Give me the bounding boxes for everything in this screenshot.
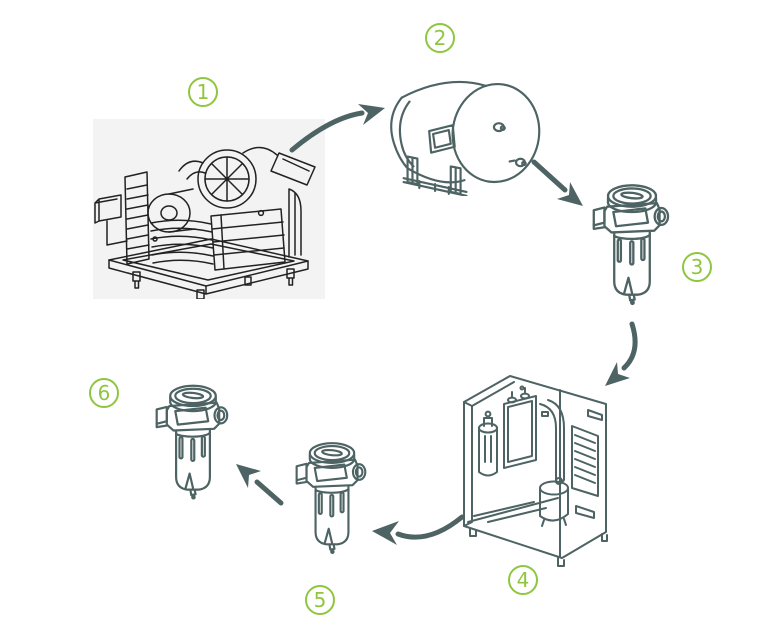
air-filter-illustration — [592, 177, 672, 311]
step-badge-1: 1 — [188, 77, 218, 107]
air-filter-illustration — [295, 432, 369, 563]
compressor-photo-panel — [93, 119, 325, 306]
air-compressor-illustration — [94, 146, 316, 306]
horizontal-air-tank-illustration — [390, 80, 541, 196]
step-number: 4 — [516, 568, 530, 592]
step-number: 5 — [313, 588, 327, 612]
step-badge-2: 2 — [425, 23, 455, 53]
step-badge-3: 3 — [682, 252, 712, 282]
step-badge-6: 6 — [89, 378, 119, 408]
step-number: 2 — [433, 26, 447, 50]
step-badge-5: 5 — [305, 585, 335, 615]
arrow-step4-to-step5 — [372, 514, 465, 545]
step-badge-4: 4 — [508, 565, 538, 595]
arrow-step5-to-step6 — [236, 464, 284, 506]
air-dryer-cabinet-illustration — [463, 375, 608, 567]
air-filter-illustration — [155, 375, 231, 508]
step-number: 6 — [97, 381, 111, 405]
step-number: 3 — [690, 255, 704, 279]
step-number: 1 — [196, 80, 210, 104]
